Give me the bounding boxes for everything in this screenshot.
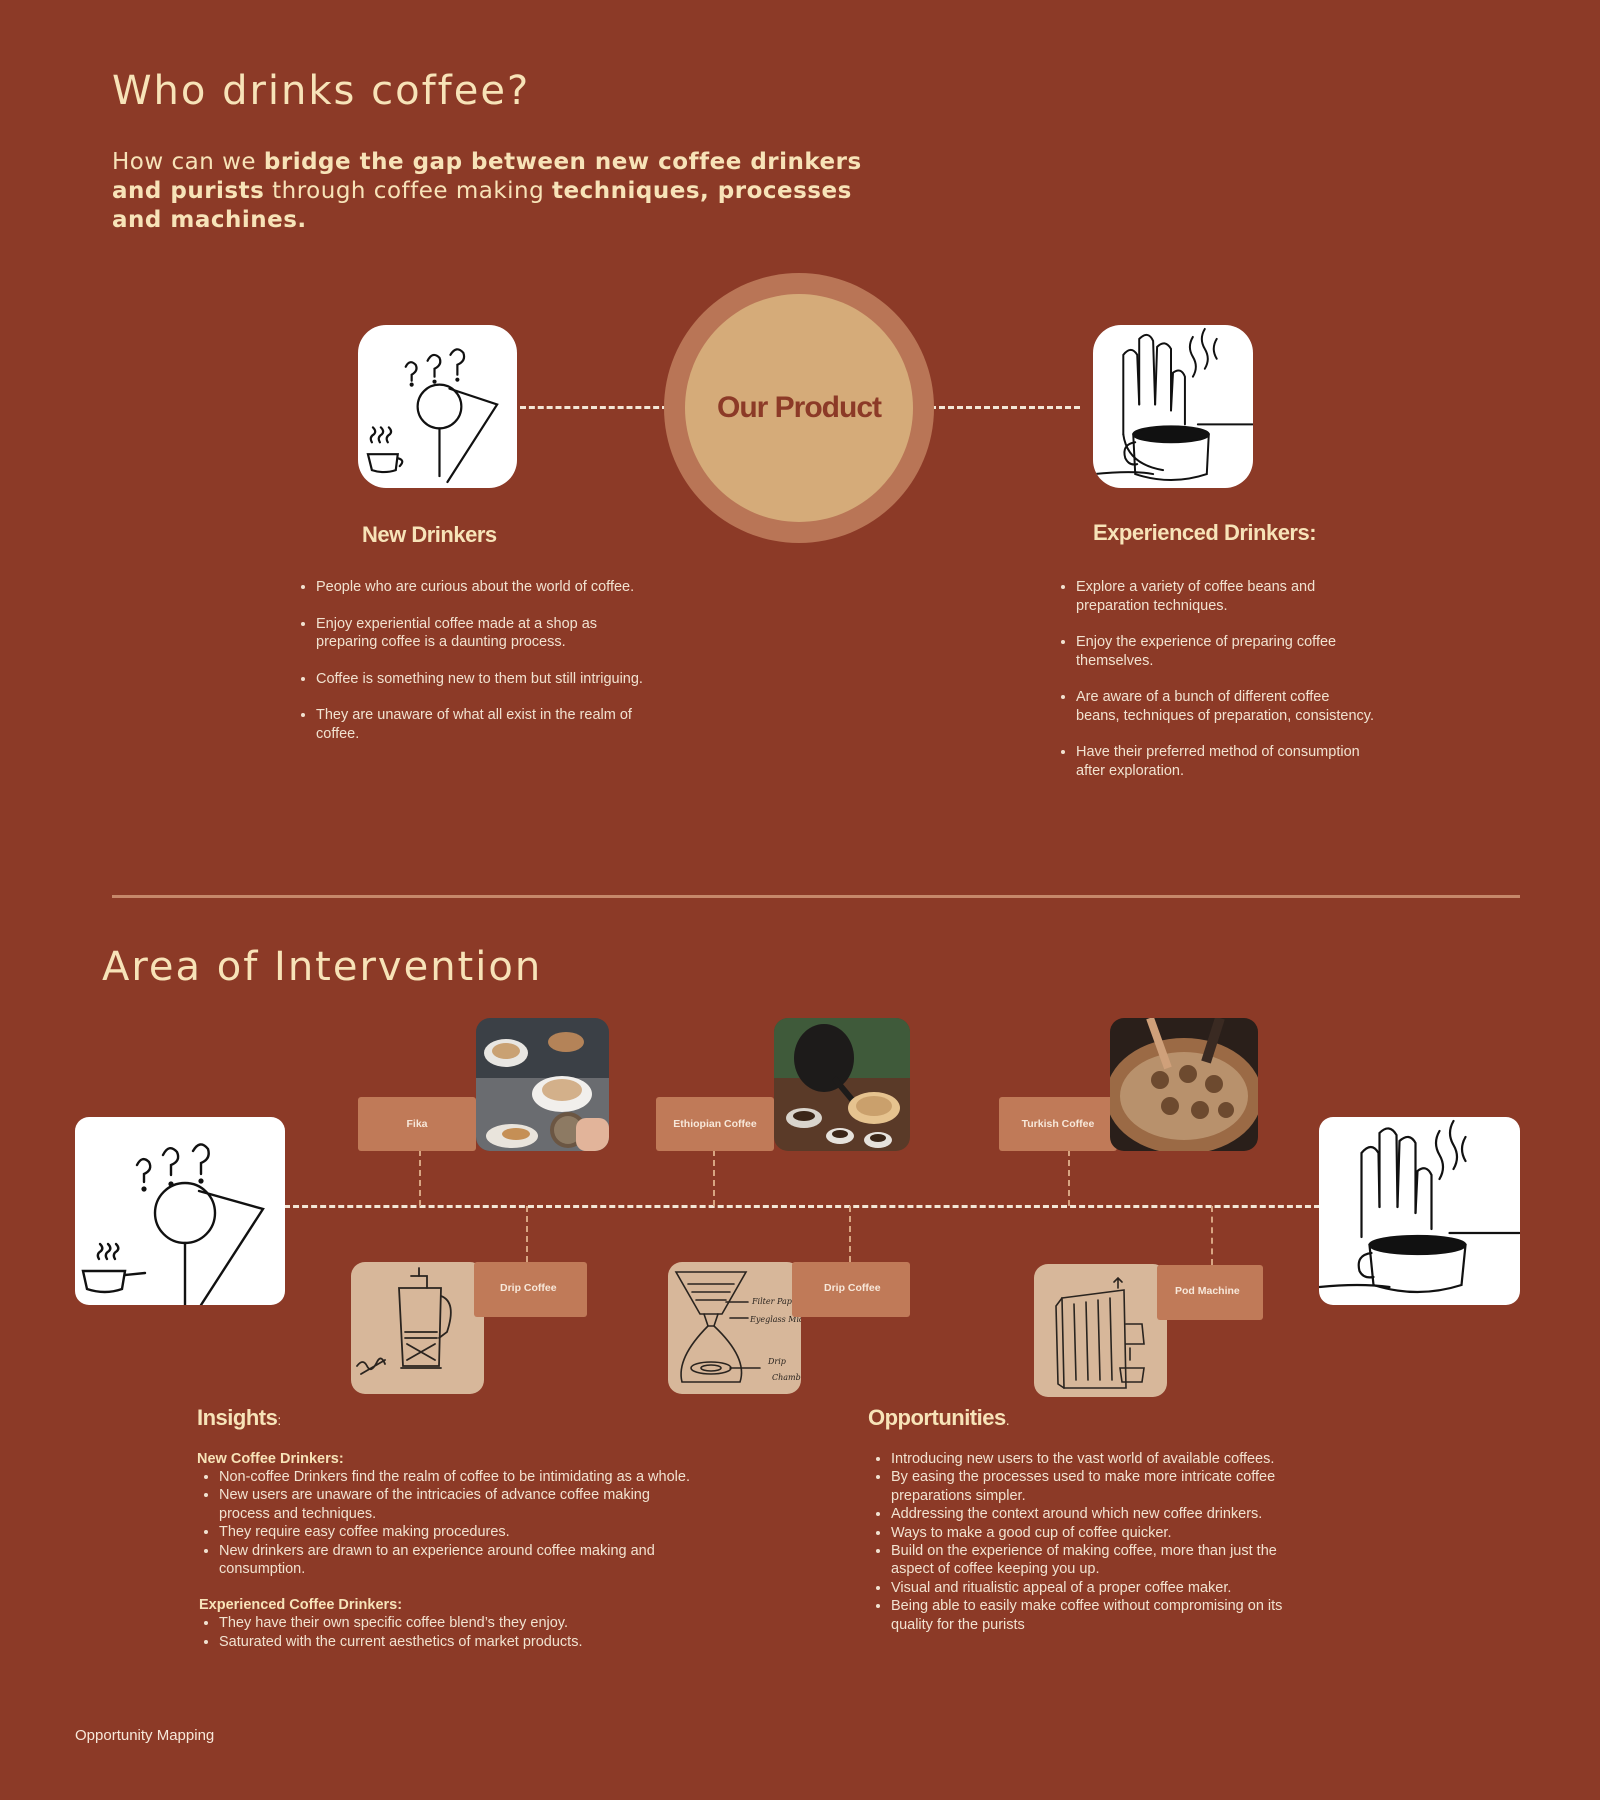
product-label: Our Product <box>716 391 882 424</box>
intervention-new-drinker-illustration <box>75 1117 285 1305</box>
connector-ethiopian <box>713 1150 715 1206</box>
opportunity-point: Introducing new users to the vast world … <box>891 1450 1311 1468</box>
experienced-drinker-point: Enjoy the experience of preparing coffee… <box>1076 633 1376 670</box>
insight-new-point: New users are unaware of the intricacies… <box>219 1486 697 1523</box>
opportunities-heading-suffix: . <box>1005 1412 1010 1428</box>
confused-person-icon <box>81 1143 265 1305</box>
intervention-title: Area of Intervention <box>102 944 543 990</box>
chemex-annotation: Filter Paper <box>751 1297 801 1306</box>
confused-person-icon <box>366 348 499 484</box>
french-press-icon <box>356 1267 452 1375</box>
chemex-sketch: Filter Paper Eyeglass Mid. Drip Chamber <box>668 1262 801 1394</box>
insights-heading: Insights: <box>197 1405 281 1431</box>
subtitle-segment: techniques, processes and machines <box>112 178 852 233</box>
hand-and-cup-icon <box>1093 327 1253 481</box>
pod-machine-icon <box>1055 1276 1145 1389</box>
experienced-drinker-point: Explore a variety of coffee beans and pr… <box>1076 578 1376 615</box>
experienced-drinker-illustration <box>1093 325 1253 488</box>
opportunity-point: Build on the experience of making coffee… <box>891 1542 1311 1579</box>
experienced-drinkers-heading: Experienced Drinkers: <box>1093 520 1317 545</box>
jebena-pour-photo-icon <box>774 1018 910 1151</box>
insights-exp-label: Experienced Coffee Drinkers: <box>199 1597 403 1614</box>
connector-left <box>520 406 668 409</box>
opportunity-point: By easing the processes used to make mor… <box>891 1468 1311 1505</box>
new-drinkers-heading: New Drinkers <box>362 522 497 547</box>
insight-new-point: They require easy coffee making procedur… <box>219 1523 697 1541</box>
insights-heading-suffix: : <box>277 1412 281 1428</box>
insights-new-label: New Coffee Drinkers: <box>197 1451 344 1467</box>
new-drinker-point: They are unaware of what all exist in th… <box>316 706 646 743</box>
subtitle-segment: bridge the gap between new coffee drinke… <box>112 149 862 204</box>
chemex-annotation: Drip <box>767 1357 786 1366</box>
opportunity-point: Ways to make a good cup of coffee quicke… <box>891 1524 1311 1542</box>
tag-pod-machine: Pod Machine <box>1157 1265 1263 1320</box>
experienced-drinker-point: Are aware of a bunch of different coffee… <box>1076 688 1376 725</box>
turkish-coffee-photo <box>1110 1018 1258 1151</box>
tag-fika: Fika <box>358 1097 476 1151</box>
opportunity-point: Being able to easily make coffee without… <box>891 1597 1311 1634</box>
connector-drip-1 <box>526 1206 528 1262</box>
chemex-icon: Filter Paper Eyeglass Mid. Drip Chamber <box>674 1271 801 1383</box>
tag-drip-coffee-2: Drip Coffee <box>792 1262 910 1317</box>
connector-drip-2 <box>849 1206 851 1262</box>
new-drinker-point: Coffee is something new to them but stil… <box>316 670 646 689</box>
insights-new-list: Non-coffee Drinkers find the realm of co… <box>197 1468 697 1578</box>
opportunities-heading-text: Opportunities <box>868 1405 1006 1430</box>
insight-exp-point: They have their own specific coffee blen… <box>219 1614 697 1632</box>
page-title: Who drinks coffee? <box>112 68 531 114</box>
subtitle-segment: How can we <box>112 149 264 175</box>
experienced-drinker-point: Have their preferred method of consumpti… <box>1076 743 1376 780</box>
coffee-cups-photo-icon <box>476 1018 609 1151</box>
chemex-annotation: Eyeglass Mid. <box>749 1315 801 1324</box>
insights-heading-text: Insights <box>197 1405 278 1430</box>
pod-machine-sketch <box>1034 1264 1167 1397</box>
hand-and-cup-icon <box>1319 1119 1520 1294</box>
tag-drip-coffee-1: Drip Coffee <box>474 1262 587 1317</box>
new-drinker-point: People who are curious about the world o… <box>316 578 646 597</box>
intervention-experienced-drinker-illustration <box>1319 1117 1520 1305</box>
new-drinker-point: Enjoy experiential coffee made at a shop… <box>316 615 646 652</box>
tag-turkish-coffee: Turkish Coffee <box>999 1097 1117 1151</box>
french-press-sketch <box>351 1262 484 1394</box>
insights-exp-list: They have their own specific coffee blen… <box>197 1614 697 1651</box>
new-drinker-illustration <box>358 325 517 488</box>
sand-cezve-photo-icon <box>1110 1018 1258 1151</box>
subtitle-segment: . <box>297 207 307 233</box>
timeline-line <box>284 1205 1320 1208</box>
insight-exp-point: Saturated with the current aesthetics of… <box>219 1633 697 1651</box>
ethiopian-coffee-photo <box>774 1018 910 1151</box>
insight-new-point: Non-coffee Drinkers find the realm of co… <box>219 1468 697 1486</box>
insight-new-point: New drinkers are drawn to an experience … <box>219 1542 697 1579</box>
tag-ethiopian-coffee: Ethiopian Coffee <box>656 1097 774 1151</box>
fika-photo <box>476 1018 609 1151</box>
connector-pod <box>1211 1206 1213 1265</box>
connector-right <box>930 406 1080 409</box>
connector-turkish <box>1068 1150 1070 1206</box>
chemex-annotation: Chamber <box>772 1373 801 1382</box>
connector-fika <box>419 1150 421 1206</box>
section-divider <box>112 895 1520 898</box>
insights-body: New Coffee Drinkers: Non-coffee Drinkers… <box>197 1450 697 1651</box>
subtitle-segment: through coffee making <box>264 178 553 204</box>
experienced-drinkers-list: Explore a variety of coffee beans and pr… <box>1060 578 1376 798</box>
opportunities-list: Introducing new users to the vast world … <box>868 1450 1311 1634</box>
page-subtitle: How can we bridge the gap between new co… <box>112 148 872 235</box>
opportunity-point: Addressing the context around which new … <box>891 1505 1311 1523</box>
product-circle: Our Product <box>685 294 913 522</box>
new-drinkers-list: People who are curious about the world o… <box>300 578 646 761</box>
footer-label: Opportunity Mapping <box>75 1727 215 1744</box>
opportunities-heading: Opportunities. <box>868 1405 1010 1431</box>
opportunity-point: Visual and ritualistic appeal of a prope… <box>891 1579 1311 1597</box>
